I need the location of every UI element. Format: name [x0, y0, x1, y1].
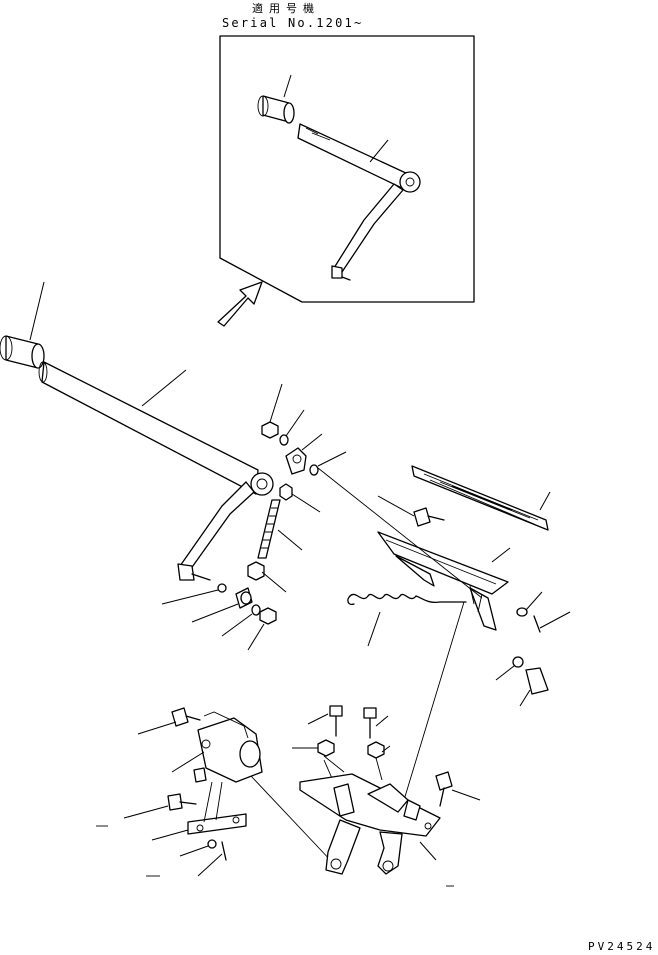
drawing-code: PV24524 [588, 940, 656, 953]
pedal-shaft-assembly [38, 361, 274, 581]
accelerator-pedal [377, 531, 511, 631]
inset-pedal-shaft-arm [297, 123, 421, 281]
rod-end-top-hardware [261, 383, 347, 513]
serial-number-range: Serial No.1201~ [222, 16, 364, 30]
pedal-pivot-hardware [495, 591, 571, 707]
reference-arrow [217, 281, 263, 327]
pedal-rubber-pad [411, 465, 551, 531]
bracket-bolt-right [435, 771, 481, 807]
sensor-link-bar [151, 781, 247, 841]
pedal-mount-bracket [299, 773, 441, 875]
adjusting-rod [257, 499, 303, 559]
link-washer-pin [179, 839, 227, 877]
sensor-bolts [123, 707, 201, 819]
inset-bushing [257, 74, 295, 124]
return-spring [347, 593, 467, 647]
throttle-sensor [171, 711, 263, 783]
inset-detail-box [219, 35, 475, 303]
pedal-bolt-upper [377, 495, 445, 527]
applicable-serial-heading: 適用号機 [252, 2, 320, 15]
shaft-bushing [0, 281, 45, 369]
rod-end-bottom-hardware [161, 561, 287, 651]
leader-stub-marks [96, 825, 454, 887]
